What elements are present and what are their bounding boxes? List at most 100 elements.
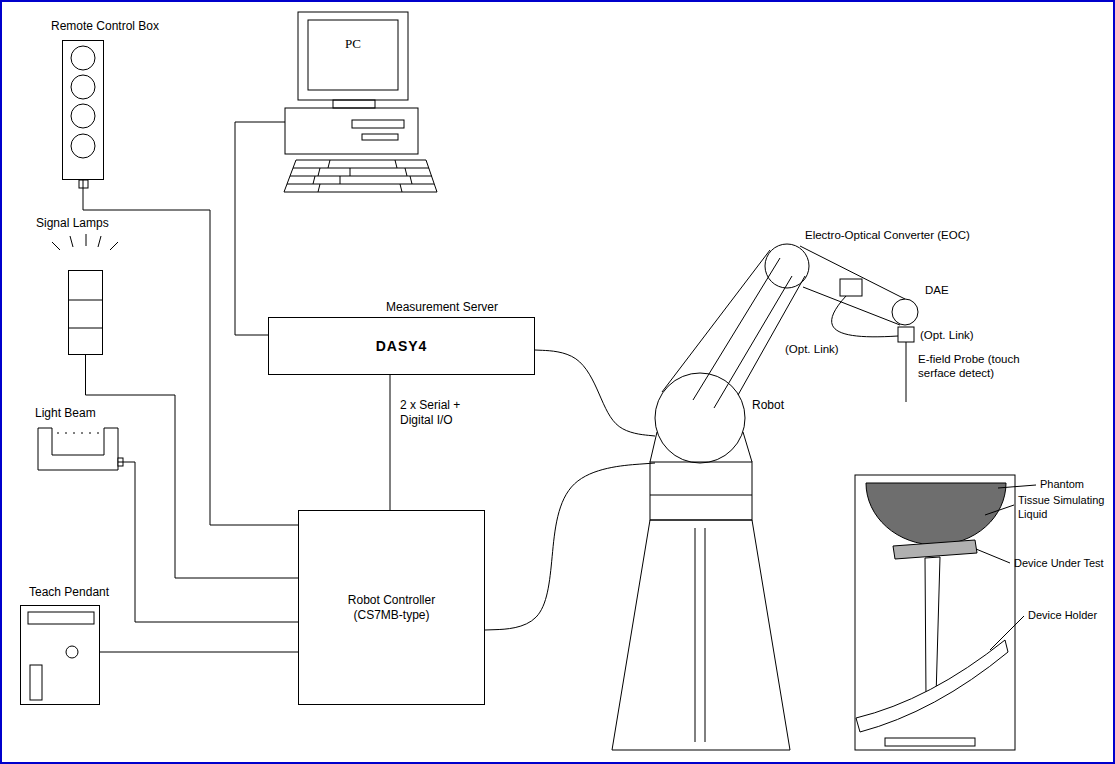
- pc-drawing: [400, 184, 402, 192]
- part-label: Phantom: [1040, 478, 1084, 492]
- teach-pendant-drawing: [28, 612, 94, 700]
- connector-line: [83, 180, 298, 525]
- phantom-setup-drawing: [855, 475, 1015, 750]
- node-heading: Measurement Server: [386, 300, 498, 314]
- leader-line: [990, 616, 1024, 650]
- part-label: Electro-Optical Converter (EOC): [805, 228, 970, 242]
- pc-drawing: [362, 134, 398, 140]
- pc-drawing: [284, 12, 437, 192]
- remote-control-buttons: [71, 75, 95, 99]
- connector-line: [390, 375, 391, 510]
- connector-label: 2 x Serial + Digital I/O: [398, 398, 478, 428]
- robot-drawing: [650, 495, 752, 496]
- part-label: Device Under Test: [1014, 557, 1104, 571]
- part-label: E-field Probe (touch serface detect): [918, 352, 1053, 381]
- signal-lamp-rays: [68, 300, 103, 301]
- pc-drawing: [333, 100, 375, 108]
- robot-drawing: [840, 279, 862, 296]
- teach-pendant-drawing: [28, 612, 94, 624]
- robot-drawing: [695, 528, 696, 742]
- part-label: DAE: [925, 283, 949, 297]
- pc-drawing: [328, 160, 330, 168]
- signal-lamp-rays: [70, 236, 73, 247]
- connector-line: [100, 652, 298, 653]
- teach-pendant-drawing: [66, 646, 78, 658]
- phantom-setup-drawing: [855, 475, 1015, 750]
- remote-control-buttons: [71, 46, 95, 70]
- phantom-setup-drawing: [866, 483, 1006, 545]
- pc-computer: PC: [285, 12, 418, 155]
- pc-drawing: [405, 168, 407, 176]
- node-heading: PC: [308, 36, 398, 52]
- phantom-setup-drawing: [925, 557, 940, 698]
- robot-drawing: [743, 432, 752, 462]
- signal-lamp-rays: [52, 234, 118, 328]
- signal-lamps: Signal Lamps: [68, 270, 103, 355]
- remote-control-buttons: [71, 134, 95, 158]
- connector-line: [235, 122, 285, 335]
- light-beam-drawing: [38, 428, 123, 470]
- robot-drawing: [705, 528, 706, 742]
- robot-drawing: [906, 342, 907, 402]
- connector-line: [485, 463, 655, 630]
- remote-control-buttons: [71, 104, 95, 128]
- robot-drawing: [612, 520, 790, 750]
- robot-drawing: [892, 299, 918, 325]
- part-label: (Opt. Link): [920, 328, 974, 342]
- light-beam-drawing: [57, 433, 101, 434]
- robot-drawing: [738, 276, 805, 395]
- signal-lamp-rays: [110, 242, 118, 250]
- robot-drawing: [765, 244, 809, 288]
- robot-drawing: [714, 276, 792, 408]
- leader-line: [976, 549, 1010, 563]
- pc-drawing: [350, 168, 351, 176]
- robot-drawing: [800, 246, 905, 299]
- robot-drawing: [655, 373, 745, 463]
- node-heading: Robot: [752, 398, 784, 412]
- connector-line: [86, 355, 299, 578]
- part-label: Device Holder: [1028, 609, 1097, 623]
- node-text: DASY4: [376, 338, 428, 355]
- teach-pendant: Teach Pendant: [20, 605, 100, 705]
- pc-drawing: [352, 120, 404, 128]
- pc-drawing: [290, 176, 432, 177]
- robot-drawing: [832, 296, 898, 337]
- pc-drawing: [318, 168, 320, 176]
- signal-lamp-rays: [86, 234, 87, 246]
- signal-lamp-rays: [52, 242, 60, 250]
- robot-drawing: [650, 432, 657, 462]
- pc-drawing: [313, 176, 315, 184]
- pc-drawing: [293, 168, 429, 169]
- robot: Robot: [655, 380, 790, 470]
- pc-drawing: [284, 160, 437, 192]
- node-heading: Remote Control Box: [51, 19, 159, 33]
- leader-line: [998, 485, 1036, 488]
- pc-drawing: [308, 20, 398, 90]
- light-beam-drawing: [38, 428, 118, 470]
- part-label: Tissue Simulating Liquid: [1018, 494, 1108, 522]
- robot-drawing: [650, 462, 752, 520]
- robot-drawing: [662, 250, 770, 392]
- robot-drawing: [693, 258, 780, 400]
- part-label: (Opt. Link): [785, 342, 839, 356]
- connector-line: [118, 462, 298, 622]
- leader-line: [985, 505, 1014, 515]
- teach-pendant-drawing: [30, 665, 42, 700]
- pc-drawing: [285, 108, 418, 154]
- pc-drawing: [340, 176, 341, 184]
- phantom-setup-drawing: [885, 738, 975, 746]
- node-text: Robot Controller (CS7MB-type): [332, 593, 452, 622]
- pc-drawing: [410, 176, 412, 184]
- phantom-setup-drawing: [893, 540, 977, 559]
- signal-lamp-rays: [98, 236, 101, 247]
- phantom-setup-drawing: [856, 640, 1008, 732]
- measurement-server: Measurement ServerDASY4: [268, 317, 535, 375]
- node-heading: Teach Pendant: [29, 585, 109, 599]
- pc-drawing: [298, 12, 408, 100]
- node-heading: Signal Lamps: [36, 216, 109, 230]
- robot-controller: Robot Controller (CS7MB-type): [298, 510, 485, 705]
